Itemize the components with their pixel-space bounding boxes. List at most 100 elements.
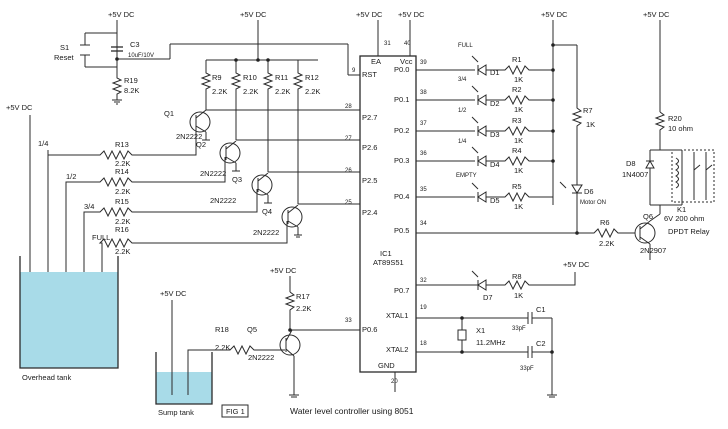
k1-ref: K1 — [677, 205, 686, 214]
q4-ref: Q4 — [262, 207, 272, 216]
relay-name: DPDT Relay — [668, 227, 710, 236]
r7-value: 1K — [586, 120, 595, 129]
c1-value: 33pF — [512, 326, 526, 332]
sump-tank-water — [156, 372, 212, 404]
vcc-label-probe: +5V DC — [6, 103, 33, 112]
c2-value: 33pF — [520, 366, 534, 372]
d7-ref: D7 — [483, 293, 493, 302]
d2-ref: D2 — [490, 99, 500, 108]
pin-num-38: 38 — [420, 90, 427, 96]
ic-vcc-label: Vcc — [400, 57, 413, 66]
r20-value: 10 ohm — [668, 124, 693, 133]
figure-label: FIG 1 — [226, 407, 245, 416]
pin-name-xtal1: XTAL1 — [386, 311, 408, 320]
vcc-label-ea: +5V DC — [356, 10, 383, 19]
q1-part: 2N2222 — [176, 132, 202, 141]
vcc-label-d7: +5V DC — [563, 260, 590, 269]
q2-part: 2N2222 — [200, 169, 226, 178]
r14-ref: R14 — [115, 167, 129, 176]
r10-value: 2.2K — [243, 87, 258, 96]
r8-value: 1K — [514, 291, 523, 300]
q6-ref: Q6 — [643, 212, 653, 221]
pin-num-19: 19 — [420, 305, 427, 311]
r3-value: 1K — [514, 136, 523, 145]
pin-name-p03: P0.3 — [394, 156, 409, 165]
pullup-resistor-bank: R9 2.2K R10 2.2K R11 2.2K R12 2.2K — [200, 20, 360, 205]
reset-circuit: S1 Reset C3 10uF/10V R19 8.2K — [54, 20, 360, 105]
q5-circuit: R17 2.2K R18 2.2K Q5 2N2222 — [215, 276, 360, 398]
q1-ref: Q1 — [164, 109, 174, 118]
s1-ref: S1 — [60, 43, 69, 52]
q5-part: 2N2222 — [248, 353, 274, 362]
pin-name-p00: P0.0 — [394, 65, 409, 74]
r12-value: 2.2K — [305, 87, 320, 96]
d8-ref: D8 — [626, 159, 636, 168]
pin-name-xtal2: XTAL2 — [386, 345, 408, 354]
level-transistors: Q1 2N2222 Q2 2N2222 Q3 2N2222 Q4 2N2222 — [164, 109, 303, 238]
r16-ref: R16 — [115, 225, 129, 234]
r2-value: 1K — [514, 105, 523, 114]
pin-name-p05: P0.5 — [394, 226, 409, 235]
r5-value: 1K — [514, 202, 523, 211]
pin-name-p02: P0.2 — [394, 126, 409, 135]
microcontroller-ic: EA Vcc RST GND IC1 AT89S51 P2.7 P2.6 P2.… — [345, 41, 427, 385]
sump-tank-label: Sump tank — [158, 408, 194, 417]
r19-value: 8.2K — [124, 86, 139, 95]
x1-value: 11.2MHz — [476, 338, 506, 347]
vcc-label-sump: +5V DC — [160, 289, 187, 298]
pin-name-p06: P0.6 — [362, 325, 377, 334]
r11-value: 2.2K — [275, 87, 290, 96]
r3-ref: R3 — [512, 116, 522, 125]
ea-vcc-wiring — [377, 20, 411, 56]
d7-indicator: D7 R8 1K — [416, 270, 576, 302]
vcc-label-vcc: +5V DC — [398, 10, 425, 19]
q6-part: 2N2907 — [640, 246, 666, 255]
s1-name: Reset — [54, 53, 75, 62]
ic-ref-label: IC1 — [380, 249, 392, 258]
r9-value: 2.2K — [212, 87, 227, 96]
probe-label-three-quarter: 3/4 — [84, 202, 94, 211]
pin-name-p26: P2.6 — [362, 143, 377, 152]
pin-num-9: 9 — [352, 68, 356, 74]
pin-num-36: 36 — [420, 151, 427, 157]
r1-ref: R1 — [512, 55, 522, 64]
d5-ref: D5 — [490, 196, 500, 205]
vcc-label-reset: +5V DC — [108, 10, 135, 19]
pin-name-p04: P0.4 — [394, 192, 409, 201]
r7-ref: R7 — [583, 106, 593, 115]
d3-ref: D3 — [490, 130, 500, 139]
r15-ref: R15 — [115, 197, 129, 206]
level-label-d2: 1/2 — [458, 108, 467, 114]
r18-ref: R18 — [215, 325, 229, 334]
ic-gnd-label: GND — [378, 361, 395, 370]
pin-num-34: 34 — [420, 221, 427, 227]
r5-ref: R5 — [512, 182, 522, 191]
r13-ref: R13 — [115, 140, 129, 149]
d8-part: 1N4007 — [622, 170, 648, 179]
probe-label-half: 1/2 — [66, 172, 76, 181]
probe-label-quarter: 1/4 — [38, 139, 48, 148]
pin-num-28: 28 — [345, 104, 352, 110]
pin-num-27: 27 — [345, 136, 352, 142]
c2-ref: C2 — [536, 339, 546, 348]
vcc-label-leds: +5V DC — [541, 10, 568, 19]
probe-label-full: FULL — [92, 233, 110, 242]
pin-num-35: 35 — [420, 187, 427, 193]
r9-ref: R9 — [212, 73, 222, 82]
ic-rst-label: RST — [362, 70, 377, 79]
pin-name-p25: P2.5 — [362, 176, 377, 185]
q5-ref: Q5 — [247, 325, 257, 334]
d4-ref: D4 — [490, 160, 500, 169]
figure-caption-text: Water level controller using 8051 — [290, 406, 414, 416]
r8-ref: R8 — [512, 272, 522, 281]
pin-name-p07: P0.7 — [394, 286, 409, 295]
pin-num-18: 18 — [420, 341, 427, 347]
r6-ref: R6 — [600, 218, 610, 227]
d1-ref: D1 — [490, 68, 500, 77]
c3-ref: C3 — [130, 40, 140, 49]
r18-value: 2.2K — [215, 343, 230, 352]
r6-value: 2.2K — [599, 239, 614, 248]
q2-ref: Q2 — [196, 140, 206, 149]
r16-value: 2.2K — [115, 247, 130, 256]
